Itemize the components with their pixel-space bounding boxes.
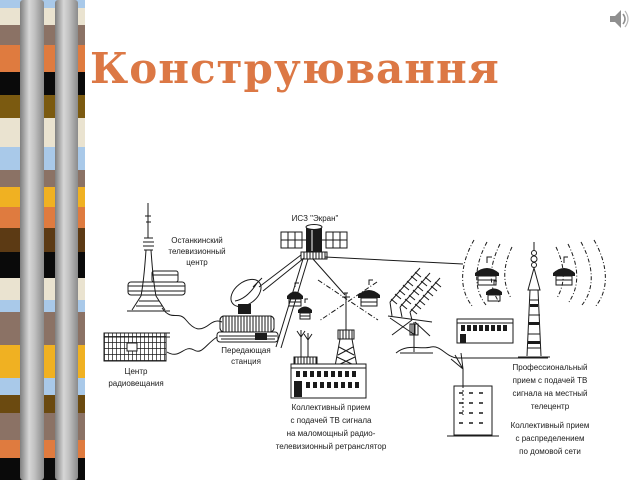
satellite-label: ИСЗ "Экран": [292, 214, 339, 223]
satellite: [280, 224, 348, 260]
professional-label-line4: телецентр: [531, 402, 570, 411]
professional-label-line3: сигнала на местный: [513, 389, 588, 398]
relay-building: [290, 330, 367, 399]
collective-network-label-line1: Коллективный прием: [511, 421, 590, 430]
relay-tower: [330, 292, 362, 373]
speaker-icon[interactable]: [601, 5, 635, 35]
transmit-station: [216, 277, 279, 343]
transmit-station-label-line1: Передающая: [221, 346, 270, 355]
ostankino-label-line1: Останкинский: [171, 236, 223, 245]
collective-relay-label-line4: телевизионный ретранслятор: [276, 442, 387, 451]
transmit-station-label-line2: станция: [231, 357, 261, 366]
professional-label-line1: Профессиональный: [513, 363, 588, 372]
professional-label-line2: прием с подачей ТВ: [513, 376, 588, 385]
collective-relay-label-line1: Коллективный прием: [292, 403, 371, 412]
decor-rod-left: [20, 0, 44, 480]
decor-rod-right: [55, 0, 78, 480]
collective-network-label-line3: по домовой сети: [519, 447, 581, 456]
collective-relay-label-line3: на маломощный радио-: [287, 429, 376, 438]
collective-network-label-line2: с распределением: [516, 434, 585, 443]
receiver-houses: [287, 279, 380, 320]
ostankino-tower: [127, 203, 186, 312]
page-title: Конструювання: [90, 44, 500, 94]
ostankino-label-line2: телевизионный: [168, 247, 225, 256]
radiation-waves: [462, 239, 606, 308]
broadcast-mast: [518, 242, 550, 358]
ground-line: [395, 346, 548, 359]
yagi-antenna-array: [387, 267, 442, 354]
local-telecenter-building: [456, 318, 514, 344]
radio-center-label-line1: Центр: [125, 367, 148, 376]
cable-connectors: [161, 307, 223, 355]
radio-center-label-line2: радиовещания: [108, 379, 163, 388]
wave-receiver-houses: [475, 256, 575, 302]
decor-strip: [0, 0, 85, 480]
radio-center-building: [103, 332, 170, 362]
collective-relay-label-line2: с подачей ТВ сигнала: [291, 416, 372, 425]
apartment-building: [447, 352, 499, 437]
ostankino-label-line3: центр: [186, 258, 208, 267]
